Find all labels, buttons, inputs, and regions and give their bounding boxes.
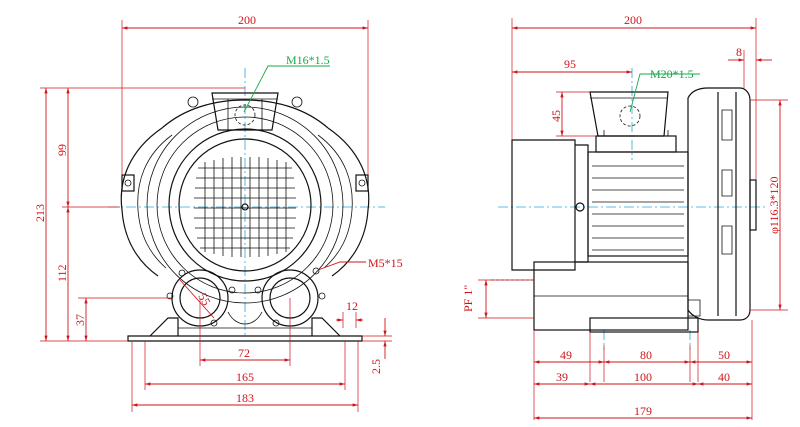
front-top-outlet	[211, 92, 279, 131]
front-ports	[166, 267, 326, 327]
dim-base-49: 49	[560, 348, 572, 362]
dim-port-diameter: 55	[195, 291, 213, 308]
side-terminal-box	[589, 91, 669, 137]
side-callouts: M20*1.5	[629, 67, 700, 113]
side-blower-housing	[687, 87, 757, 321]
callout-gland-thread: M20*1.5	[650, 67, 694, 81]
dim-overall-length: 179	[634, 404, 652, 418]
dim-mount-inner: 165	[236, 370, 254, 384]
dim-pipe-thread: PF 1"	[461, 285, 475, 312]
dim-front-height-total: 213	[33, 204, 47, 222]
side-base	[490, 261, 701, 333]
fan-grille	[178, 138, 312, 272]
callout-top-thread: M16*1.5	[286, 53, 330, 67]
dim-terminal-height: 45	[549, 110, 563, 122]
dim-base-40: 40	[718, 370, 730, 384]
dim-base-100: 100	[634, 370, 652, 384]
front-callouts: M16*1.5 M5*15	[243, 53, 403, 271]
dim-motor-offset: 95	[564, 57, 576, 71]
dim-front-height-lower: 112	[55, 264, 69, 282]
dim-base-39: 39	[556, 370, 568, 384]
dim-base-80: 80	[640, 348, 652, 362]
dim-slot-width: 12	[346, 299, 358, 313]
side-dimensions: 200 95 45 8 φ116.3*120 PF 1"	[461, 13, 788, 420]
dim-port-center-height: 37	[73, 314, 87, 326]
side-view: 200 95 45 8 φ116.3*120 PF 1"	[461, 13, 788, 420]
dim-base-50: 50	[718, 348, 730, 362]
dim-housing-diameter: φ116.3*120	[767, 177, 781, 234]
dim-front-height-upper: 99	[55, 144, 69, 156]
dim-front-width: 200	[238, 13, 256, 27]
front-housing	[120, 96, 370, 304]
callout-mount-thread: M5*15	[368, 256, 403, 270]
front-dimensions: 200 213 99 112 37 72 165 183	[33, 13, 392, 412]
dim-base-thickness: 2.5	[369, 359, 383, 374]
dim-side-width: 200	[624, 13, 642, 27]
dim-port-spacing: 72	[238, 346, 250, 360]
dim-flange-thickness: 8	[736, 45, 742, 59]
front-view: 200 213 99 112 37 72 165 183	[33, 13, 403, 412]
dim-mount-outer: 183	[236, 391, 254, 405]
side-motor	[511, 130, 689, 271]
